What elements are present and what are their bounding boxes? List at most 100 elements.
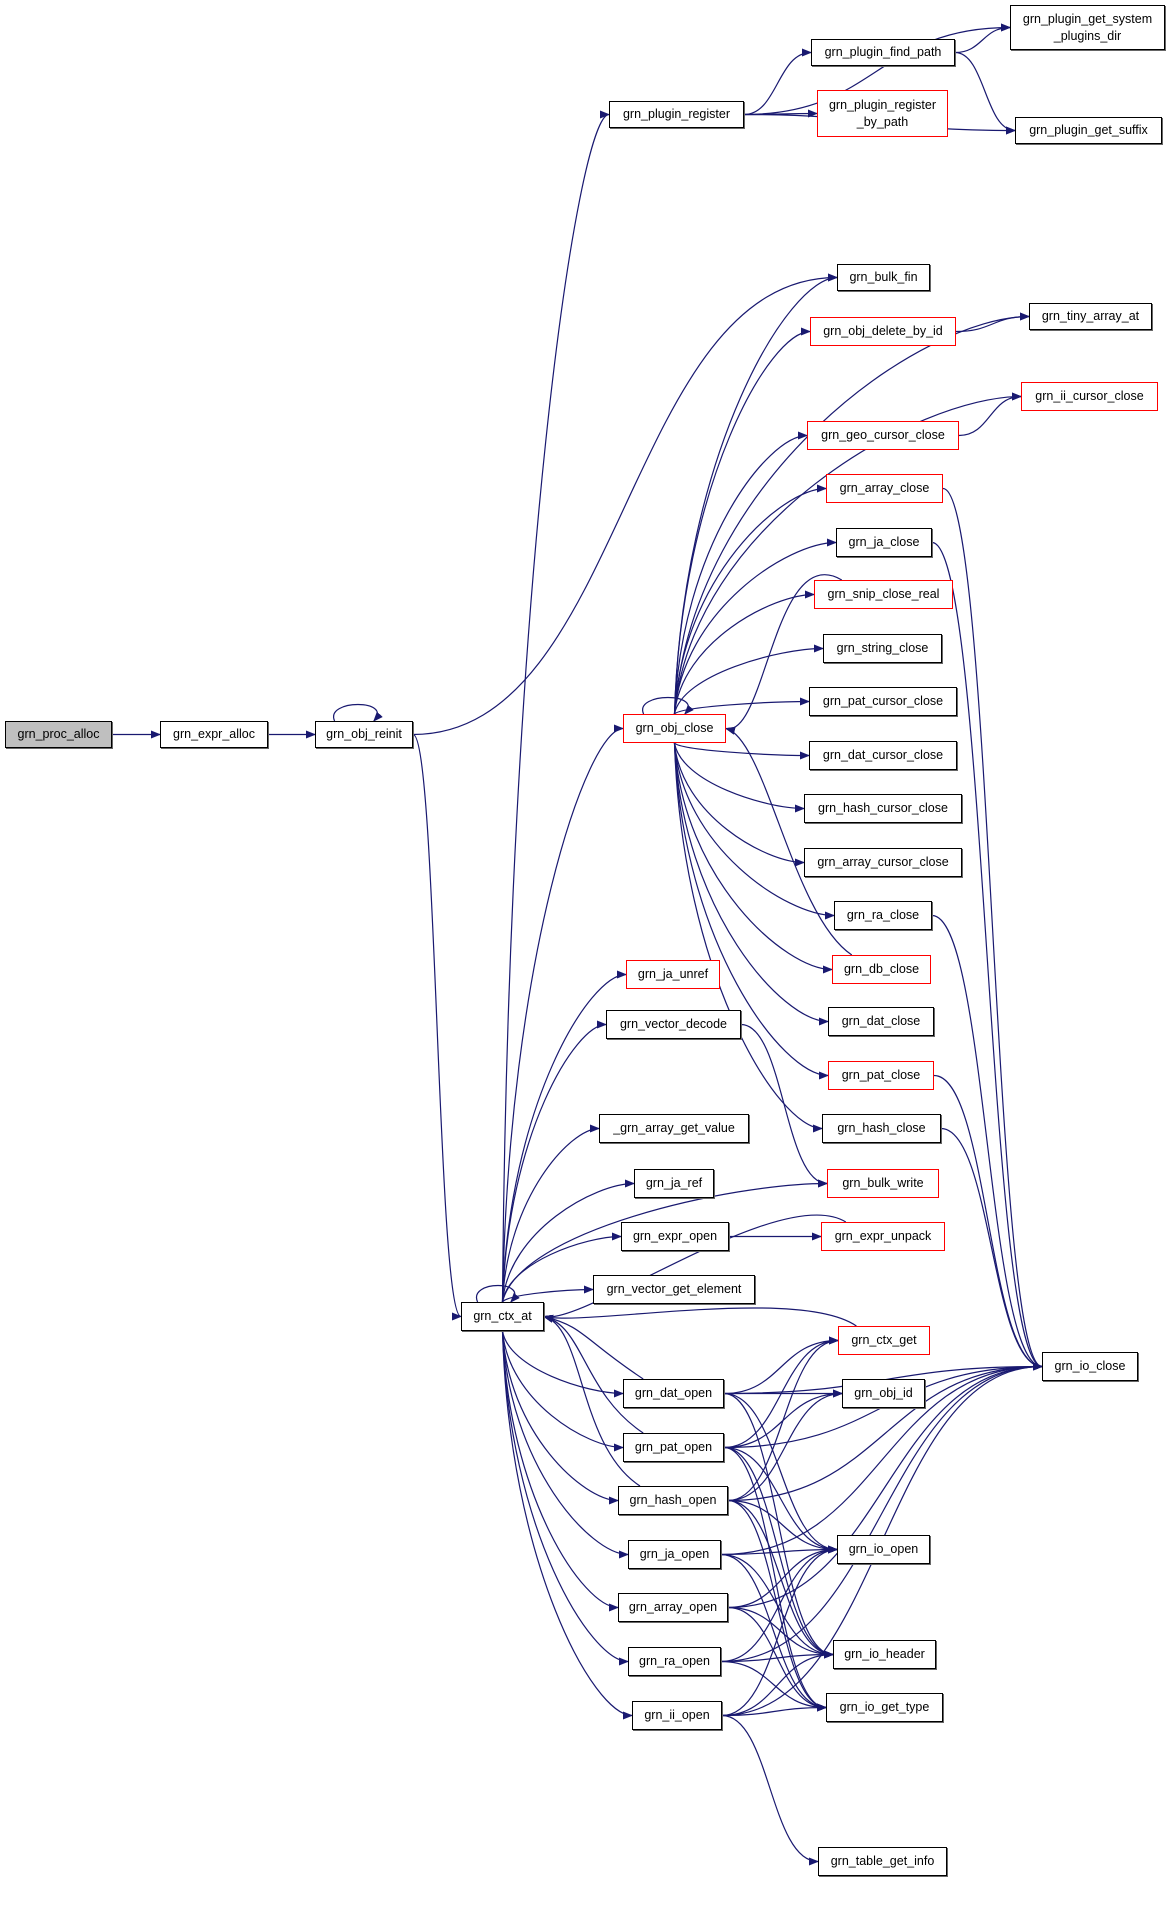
edge-grn-ctx-at-to-grn-ja-ref (501, 1179, 635, 1303)
edge-grn-ctx-at-to-grn-vector-get-element (501, 1285, 594, 1303)
node-grn-dat-open[interactable]: grn_dat_open (623, 1379, 724, 1408)
node-grn-ja-close[interactable]: grn_ja_close (836, 528, 932, 557)
edge-grn-hash-open-to-grn-ctx-get (727, 1336, 839, 1502)
edge-grn-ja-open-to-grn-io-header (720, 1553, 834, 1659)
edge-grn-ii-open-to-grn-io-get-type (721, 1703, 827, 1717)
node-grn-table-get-info[interactable]: grn_table_get_info (818, 1847, 947, 1876)
edge-grn-dat-open-to-grn-ctx-get (723, 1336, 839, 1395)
edge-grn-ja-open-to-grn-io-close (720, 1362, 1043, 1556)
node-grn-io-close[interactable]: grn_io_close (1042, 1352, 1138, 1381)
edge-grn-ctx-at-to-grn-ii-open (501, 1330, 633, 1720)
node-grn-pat-open[interactable]: grn_pat_open (623, 1433, 724, 1462)
node-grn-tiny-array-at[interactable]: grn_tiny_array_at (1029, 303, 1152, 330)
edge-grn-ctx-at-to-grn-array-open (501, 1330, 619, 1612)
node-grn-ja-ref[interactable]: grn_ja_ref (634, 1169, 714, 1198)
node-grn-obj-id[interactable]: grn_obj_id (842, 1379, 925, 1408)
edge-grn-snip-close-real-to-grn-obj-close (725, 574, 843, 735)
edge-grn-array-open-to-grn-io-open (727, 1545, 838, 1609)
edge-grn-pat-open-to-grn-io-open (723, 1446, 838, 1554)
node-grn-ja-open[interactable]: grn_ja_open (628, 1540, 721, 1569)
node-grn-hash-cursor-close[interactable]: grn_hash_cursor_close (804, 794, 962, 823)
node-grn-expr-alloc[interactable]: grn_expr_alloc (160, 721, 268, 748)
edge-grn-ii-open-to-grn-table-get-info (721, 1714, 819, 1866)
node-grn-ra-open[interactable]: grn_ra_open (628, 1647, 721, 1676)
node-grn-plugin-register-by-path[interactable]: grn_plugin_register _by_path (817, 90, 948, 137)
edge-grn-pat-open-to-grn-ctx-get (723, 1336, 839, 1449)
node-grn-io-get-type[interactable]: grn_io_get_type (826, 1693, 943, 1722)
edge-grn-obj-close-to-grn-dat-cursor-close (674, 742, 810, 760)
edge-grn-obj-reinit-to-grn-bulk-fin (412, 273, 838, 736)
edge-grn-hash-open-to-grn-io-open (727, 1499, 838, 1554)
edge-grn-pat-open-to-grn-io-header (723, 1446, 834, 1659)
node-grn-dat-close[interactable]: grn_dat_close (828, 1007, 934, 1036)
node-grn-ii-open[interactable]: grn_ii_open (632, 1701, 722, 1730)
node-grn-proc-alloc[interactable]: grn_proc_alloc (5, 721, 112, 748)
node-grn-hash-open[interactable]: grn_hash_open (618, 1486, 728, 1515)
edge-grn-ctx-get-to-grn-ctx-at (543, 1307, 857, 1327)
node-grn-vector-decode[interactable]: grn_vector_decode (606, 1010, 741, 1039)
edge-grn-plugin-register-to-grn-plugin-find-path (743, 48, 812, 116)
node-grn-ja-unref[interactable]: grn_ja_unref (626, 960, 720, 989)
edge-grn-geo-cursor-close-to-grn-ii-cursor-close (958, 392, 1022, 437)
node-grn-io-header[interactable]: grn_io_header (833, 1640, 936, 1669)
edge-grn-ra-open-to-grn-io-header (720, 1650, 834, 1663)
node-grn-vector-get-element[interactable]: grn_vector_get_element (593, 1275, 755, 1304)
node-grn-array-get-value[interactable]: _grn_array_get_value (599, 1114, 749, 1143)
node-grn-obj-close[interactable]: grn_obj_close (623, 714, 726, 743)
node-grn-plugin-get-suffix[interactable]: grn_plugin_get_suffix (1015, 117, 1162, 144)
node-grn-hash-close[interactable]: grn_hash_close (822, 1114, 941, 1143)
node-grn-expr-unpack[interactable]: grn_expr_unpack (821, 1222, 945, 1251)
node-grn-obj-delete-by-id[interactable]: grn_obj_delete_by_id (810, 317, 956, 346)
edge-grn-plugin-find-path-to-grn-plugin-get-system-plugins-dir (954, 23, 1011, 54)
node-grn-bulk-write[interactable]: grn_bulk_write (827, 1169, 939, 1198)
node-grn-db-close[interactable]: grn_db_close (832, 955, 931, 984)
edge-grn-hash-open-to-grn-io-header (727, 1499, 834, 1659)
node-grn-array-cursor-close[interactable]: grn_array_cursor_close (804, 848, 962, 877)
node-grn-pat-close[interactable]: grn_pat_close (828, 1061, 934, 1090)
edge-grn-ctx-at-to-grn-pat-open (501, 1330, 624, 1452)
node-grn-plugin-get-system-plugins-dir[interactable]: grn_plugin_get_system _plugins_dir (1010, 5, 1165, 50)
node-grn-dat-cursor-close[interactable]: grn_dat_cursor_close (809, 741, 957, 770)
edge-grn-obj-close-to-grn-geo-cursor-close (673, 431, 808, 715)
node-grn-geo-cursor-close[interactable]: grn_geo_cursor_close (807, 421, 959, 450)
edge-grn-pat-close-to-grn-io-close (933, 1074, 1043, 1371)
node-grn-expr-open[interactable]: grn_expr_open (621, 1222, 729, 1251)
edge-grn-obj-close-to-grn-string-close (673, 644, 824, 715)
node-grn-plugin-register[interactable]: grn_plugin_register (609, 101, 744, 128)
node-grn-plugin-find-path[interactable]: grn_plugin_find_path (811, 39, 955, 66)
edge-grn-obj-close-to-grn-pat-close (673, 742, 829, 1080)
edge-grn-obj-close-to-grn-ja-close (673, 538, 837, 715)
edge-grn-obj-close-to-grn-ra-close (673, 742, 835, 920)
node-grn-obj-reinit[interactable]: grn_obj_reinit (315, 721, 413, 748)
node-grn-ii-cursor-close[interactable]: grn_ii_cursor_close (1021, 382, 1158, 411)
edge-grn-obj-close-to-grn-array-close (673, 484, 827, 715)
edge-grn-ra-open-to-grn-io-open (720, 1545, 838, 1663)
node-grn-bulk-fin[interactable]: grn_bulk_fin (837, 264, 930, 291)
edge-grn-obj-close-to-grn-dat-close (673, 742, 829, 1026)
node-grn-ctx-get[interactable]: grn_ctx_get (838, 1326, 930, 1355)
node-grn-ra-close[interactable]: grn_ra_close (834, 901, 932, 930)
node-grn-string-close[interactable]: grn_string_close (823, 634, 942, 663)
edge-grn-ii-open-to-grn-io-open (721, 1545, 838, 1717)
edge-grn-pat-open-to-grn-io-get-type (723, 1446, 827, 1712)
edge-grn-plugin-find-path-to-grn-plugin-get-suffix (954, 51, 1016, 135)
edge-grn-plugin-register-to-grn-plugin-get-system-plugins-dir (743, 23, 1011, 116)
node-grn-ctx-at[interactable]: grn_ctx_at (461, 1302, 544, 1331)
edge-grn-array-close-to-grn-io-close (942, 487, 1043, 1371)
node-grn-array-open[interactable]: grn_array_open (618, 1593, 728, 1622)
node-grn-snip-close-real[interactable]: grn_snip_close_real (814, 580, 953, 609)
edge-grn-obj-close-to-grn-obj-close (642, 696, 694, 715)
edge-grn-ctx-at-to-grn-ra-open (501, 1330, 629, 1666)
edge-grn-obj-close-to-grn-snip-close-real (673, 590, 815, 715)
edge-grn-ctx-at-to-grn-ja-open (501, 1330, 629, 1559)
edge-grn-ctx-at-to-grn-dat-open (501, 1330, 624, 1398)
edge-grn-dat-open-to-grn-ctx-at (543, 1314, 644, 1380)
edge-grn-obj-close-to-grn-array-cursor-close (673, 742, 805, 867)
edge-grn-obj-close-to-grn-hash-cursor-close (673, 742, 805, 813)
node-grn-io-open[interactable]: grn_io_open (837, 1535, 930, 1564)
node-grn-array-close[interactable]: grn_array_close (826, 474, 943, 503)
edge-grn-obj-close-to-grn-pat-cursor-close (674, 697, 810, 715)
node-grn-pat-cursor-close[interactable]: grn_pat_cursor_close (809, 687, 957, 716)
edge-grn-obj-close-to-grn-ii-cursor-close (673, 392, 1022, 715)
edge-grn-obj-close-to-grn-hash-close (673, 742, 823, 1133)
